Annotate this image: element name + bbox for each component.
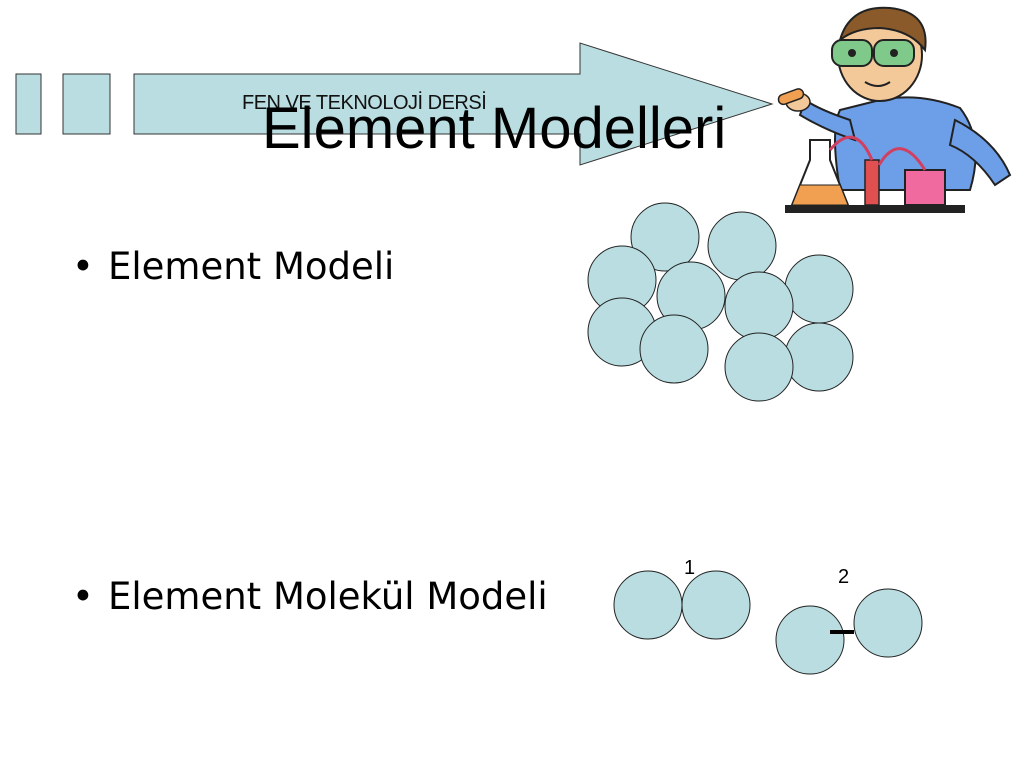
bullet-marker: • [72, 245, 94, 288]
atom [784, 322, 854, 392]
deco-bar-2 [62, 73, 111, 135]
atom [707, 211, 777, 281]
molecule-model-1 [613, 570, 751, 640]
molecule-label-2: 2 [838, 566, 850, 588]
molecule-model-2 [775, 588, 923, 675]
bullet-item-element-model: • Element Modeli [72, 245, 394, 288]
atom [639, 314, 709, 384]
bullet-marker: • [72, 575, 94, 618]
element-model-diagram [587, 202, 854, 402]
atom [630, 202, 700, 272]
atom [775, 605, 845, 675]
atom [613, 570, 683, 640]
bullet-text: Element Modeli [108, 245, 395, 288]
atom [681, 570, 751, 640]
atom [724, 332, 794, 402]
scientist-child-icon [777, 6, 1012, 213]
atom [853, 588, 923, 658]
molecule-label-1: 1 [684, 557, 696, 579]
header-arrow [133, 42, 774, 166]
header-subtitle: FEN VE TEKNOLOJİ DERSİ [242, 92, 487, 114]
atom [784, 254, 854, 324]
bullet-item-molecule-model: • Element Molekül Modeli [72, 575, 548, 618]
atom [724, 271, 794, 341]
bullet-text: Element Molekül Modeli [108, 575, 548, 618]
page-title: Element Modelleri [262, 96, 727, 161]
deco-bar-1 [15, 73, 42, 135]
